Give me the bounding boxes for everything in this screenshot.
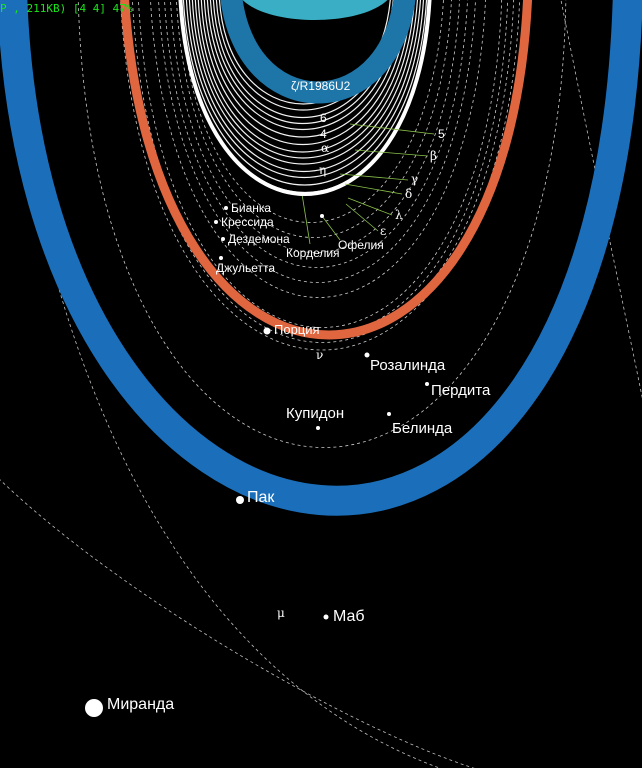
inner-moon-orbits bbox=[150, 0, 486, 298]
label-beta: β bbox=[430, 149, 437, 163]
uranus-planet bbox=[243, 0, 387, 20]
zeta-ring bbox=[220, 0, 416, 104]
orbit-portia bbox=[150, 0, 486, 298]
moon-cressida-dot bbox=[214, 220, 218, 224]
moon-rosalind-dot bbox=[364, 352, 370, 358]
moon-cupid-dot bbox=[316, 426, 320, 430]
label-belinda: Белинда bbox=[392, 420, 453, 437]
orbit-far bbox=[0, 479, 475, 768]
label-puck: Пак bbox=[247, 489, 275, 506]
moon-mab-dot bbox=[323, 614, 329, 620]
status-bar-text: P , 211KB) [4 4] 47% bbox=[0, 2, 133, 15]
label-perdita: Пердита bbox=[431, 382, 491, 399]
label-cordelia: Корделия bbox=[286, 246, 340, 260]
label-epsilon: ε bbox=[380, 224, 386, 238]
moon-puck-dot bbox=[236, 496, 244, 504]
moon-perdita-dot bbox=[425, 382, 429, 386]
label-ring-4: 4 bbox=[320, 127, 327, 141]
orbit-far-right bbox=[560, 0, 642, 399]
label-juliet: Джульетта bbox=[216, 261, 275, 275]
label-rosalind: Розалинда bbox=[370, 357, 446, 374]
label-delta: δ bbox=[405, 187, 412, 201]
orbit-puck bbox=[77, 0, 567, 448]
label-cressida: Крессида bbox=[221, 215, 274, 229]
label-portia: Порция bbox=[274, 322, 320, 337]
mu-ring bbox=[0, 0, 642, 516]
moon-desdemona-dot bbox=[221, 237, 225, 241]
label-mu: μ bbox=[277, 606, 285, 620]
label-eta: η bbox=[319, 163, 326, 177]
moon-bianca-dot bbox=[224, 206, 228, 210]
label-cupid: Купидон bbox=[286, 405, 344, 422]
label-lambda: λ bbox=[395, 208, 403, 222]
label-gamma: γ bbox=[411, 172, 418, 186]
label-miranda: Миранда bbox=[107, 696, 174, 713]
moon-cordelia-dot bbox=[300, 192, 304, 196]
label-zeta: ζ/R1986U2 bbox=[291, 79, 351, 93]
moon-ophelia-dot bbox=[320, 214, 324, 218]
epsilon-ring bbox=[178, 0, 432, 196]
moon-belinda-dot bbox=[387, 412, 391, 416]
orbit-rosalind bbox=[138, 0, 502, 328]
label-alpha: α bbox=[321, 141, 329, 155]
label-bianca: Бианка bbox=[231, 201, 271, 215]
label-ring-6: 6 bbox=[320, 111, 327, 125]
label-nu: ν bbox=[316, 348, 323, 362]
moons bbox=[85, 192, 429, 717]
nu-ring bbox=[120, 0, 532, 340]
moon-miranda-dot bbox=[85, 699, 103, 717]
moon-portia-dot bbox=[263, 327, 271, 335]
label-mab: Маб bbox=[333, 608, 365, 625]
label-ophelia: Офелия bbox=[338, 238, 384, 252]
label-ring-5: 5 bbox=[438, 127, 445, 141]
pointer-lines bbox=[301, 123, 435, 245]
moon-juliet-dot bbox=[219, 256, 223, 260]
label-desdemona: Дездемона bbox=[228, 232, 290, 246]
